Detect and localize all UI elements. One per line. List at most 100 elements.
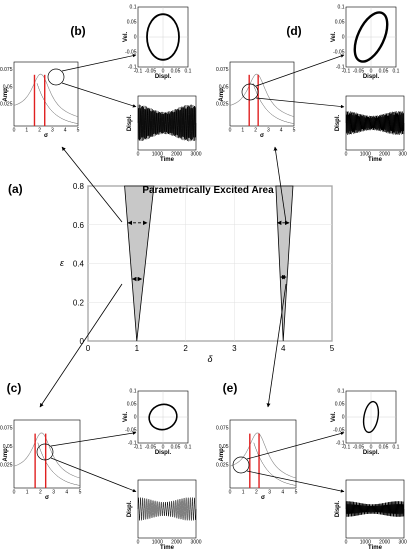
amp-x-tick: 4	[281, 490, 284, 496]
phase-x-tick: -0.1	[342, 69, 351, 75]
amp-curve-lower-b	[36, 83, 79, 124]
amp-y-tick: 0.05	[219, 444, 229, 450]
zoom-circle	[47, 68, 65, 86]
phase-y-label: Vel.	[123, 411, 129, 422]
time-x-label: Time	[160, 545, 175, 550]
time-x-tick: 2000	[171, 152, 182, 158]
amp-x-tick: 4	[64, 128, 67, 134]
amp-y-tick: 0.075	[216, 426, 229, 432]
amp-x-tick: 3	[267, 128, 270, 134]
amp-y-tick: 0.075	[0, 426, 13, 432]
phase-y-tick: -0.1	[336, 65, 345, 71]
main-x-tick: 1	[135, 344, 140, 353]
amp-x-tick: 1	[241, 128, 244, 134]
zoom-line-time	[246, 470, 345, 493]
amp-y-tick: 0.05	[3, 444, 13, 450]
phase-x-label: Displ.	[363, 450, 380, 456]
region-markers	[127, 220, 290, 282]
amp-x-tick: 0	[13, 128, 16, 134]
amp-x-label: σ	[44, 133, 48, 139]
amp-axes-b	[13, 61, 79, 127]
time-x-tick: 1000	[360, 152, 371, 158]
phase-x-tick: -0.1	[342, 445, 351, 451]
phase-y-tick: -0.1	[128, 441, 137, 447]
phase-orbit-e	[362, 400, 380, 434]
phase-y-tick: -0.1	[128, 65, 137, 71]
amp-curve-e	[229, 432, 297, 479]
time-x-tick: 0	[345, 152, 348, 158]
amp-y-tick: 0.025	[216, 102, 229, 108]
phase-x-label: Displ.	[155, 450, 172, 456]
time-signal-e	[345, 501, 405, 517]
time-x-tick: 2000	[379, 540, 390, 546]
phase-x-tick: 0.05	[379, 69, 389, 75]
time-y-label: Displ.	[127, 501, 133, 518]
phase-y-tick: 0.05	[335, 20, 345, 26]
amp-y-label: Amp.	[219, 86, 225, 101]
phase-x-tick: 0.1	[393, 69, 400, 75]
time-y-label: Displ.	[127, 115, 133, 132]
time-x-tick: 3000	[398, 540, 407, 546]
phase-y-tick: 0.05	[127, 402, 137, 408]
arrow-to-d	[273, 146, 287, 223]
amp-x-tick: 0	[229, 128, 232, 134]
amp-x-tick: 5	[79, 490, 82, 496]
amp-curve-lower-e	[253, 442, 297, 486]
time-y-label: Displ.	[335, 501, 341, 518]
panel-label-b: (b)	[70, 24, 85, 38]
amp-x-tick: 3	[52, 490, 55, 496]
amp-x-tick: 2	[255, 490, 258, 496]
phase-x-tick: -0.05	[145, 69, 157, 75]
phase-y-tick: 0	[134, 35, 137, 41]
phase-x-tick: 0	[370, 445, 373, 451]
phase-x-tick: 0	[370, 69, 373, 75]
time-x-tick: 2000	[171, 540, 182, 546]
zoom-line-time	[255, 97, 345, 109]
amp-curve-lower-d	[252, 83, 295, 124]
zoom-line-time	[61, 82, 137, 108]
amp-x-tick: 3	[51, 128, 54, 134]
zoom-line-phase	[50, 431, 137, 447]
phase-y-tick: 0	[342, 35, 345, 41]
amp-y-label: Amp.	[3, 446, 9, 461]
zoom-circle	[232, 456, 250, 474]
main-y-tick: 0.2	[73, 298, 85, 307]
phase-y-tick: 0.1	[338, 5, 345, 11]
panel-label-a: (a)	[8, 182, 23, 196]
zoom-circle	[241, 83, 259, 101]
amp-x-label: σ	[260, 133, 264, 139]
phase-y-tick: -0.05	[333, 50, 345, 56]
time-x-label: Time	[160, 157, 175, 163]
time-x-tick: 0	[137, 540, 140, 546]
zoom-line-phase	[61, 53, 137, 72]
zoom-line-time	[50, 457, 137, 493]
time-x-tick: 3000	[190, 152, 201, 158]
time-x-tick: 3000	[398, 152, 407, 158]
phase-y-tick: -0.05	[125, 428, 137, 434]
amp-y-tick: 0.025	[0, 102, 13, 108]
time-signal-b	[137, 104, 197, 142]
amp-x-label: σ	[261, 495, 265, 501]
amp-x-tick: 1	[25, 128, 28, 134]
phase-y-tick: 0.05	[335, 402, 345, 408]
phase-x-tick: 0	[162, 445, 165, 451]
main-y-label: ε	[60, 258, 65, 268]
main-y-tick: 0	[80, 337, 85, 346]
panel-label-e: (e)	[223, 381, 238, 395]
main-x-tick: 3	[232, 344, 237, 353]
phase-x-tick: 0.1	[185, 445, 192, 451]
zoom-circle	[36, 443, 54, 461]
time-x-tick: 0	[345, 540, 348, 546]
amp-x-tick: 5	[295, 490, 298, 496]
phase-orbit-d	[353, 11, 389, 63]
phase-y-tick: 0	[342, 415, 345, 421]
amp-x-tick: 0	[13, 490, 16, 496]
amp-x-tick: 5	[293, 128, 296, 134]
time-x-tick: 2000	[379, 152, 390, 158]
main-x-tick: 5	[330, 344, 335, 353]
amp-y-label: Amp.	[3, 86, 9, 101]
